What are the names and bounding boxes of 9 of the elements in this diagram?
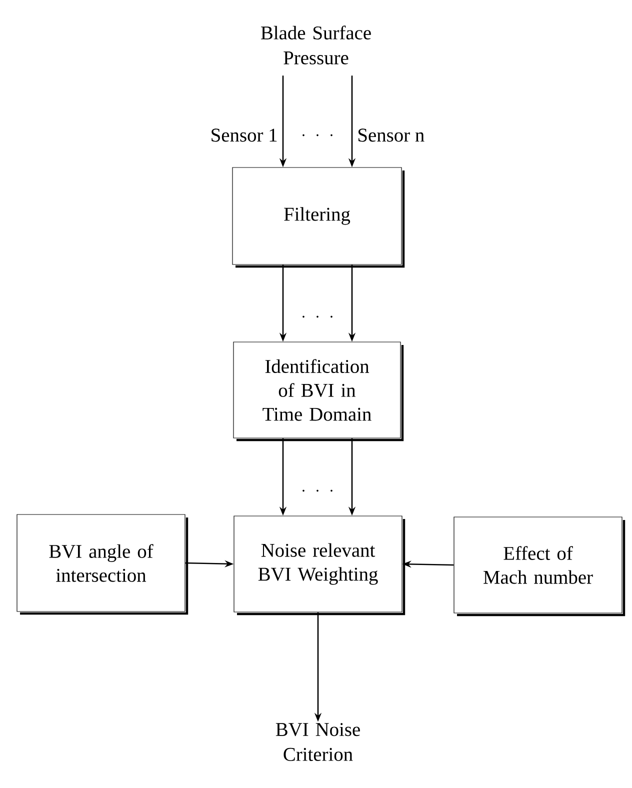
edge-label: Sensor n [356,128,426,143]
terminal-label: Blade Surface Pressure [261,26,371,64]
process-box: Effect of Mach number [454,516,626,616]
edge-label: Sensor 1 [209,128,279,143]
process-box: Identification of BVI in Time Domain [233,342,404,442]
terminal-label: BVI Noise Criterion [276,723,360,761]
process-box: Filtering [232,167,405,268]
process-box: Noise relevant BVI Weighting [234,516,406,616]
process-box: BVI angle of intersection [16,514,188,615]
